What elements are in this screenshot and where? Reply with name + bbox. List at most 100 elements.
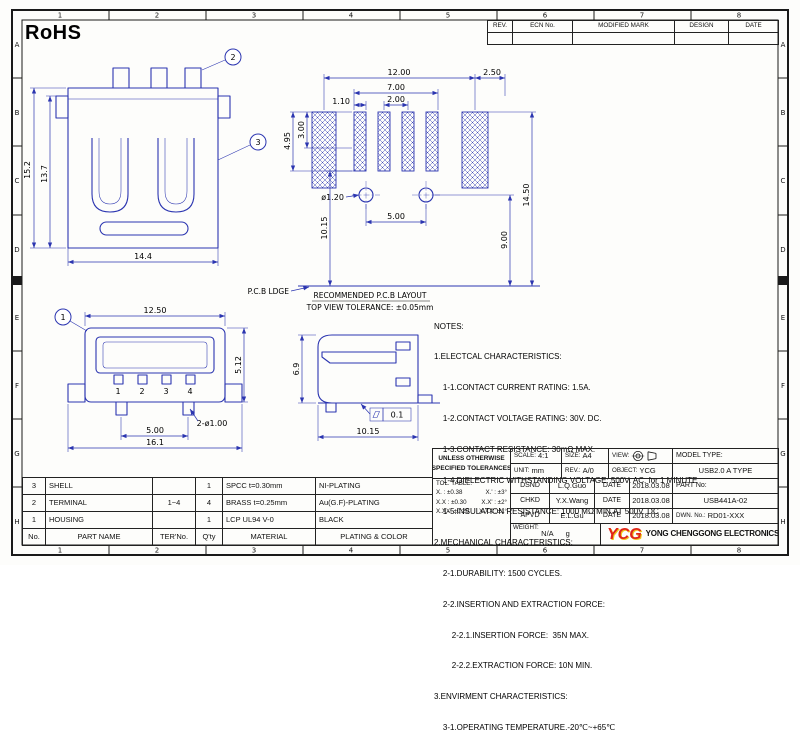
rohs-mark: RoHS — [25, 22, 82, 44]
flatness-tolerance-frame: 0.1 — [360, 403, 412, 422]
model-type-value: USB2.0 A TYPE — [672, 463, 779, 479]
dim-top-holes: 2-ø1.00 — [197, 419, 228, 428]
apvd-date: 2018.03.08 — [629, 508, 673, 524]
dim-pcb-hole-dia: ø1.20 — [321, 193, 344, 202]
chkd-label: CHKD — [510, 493, 550, 509]
front-view: 15.2 13.7 14.4 2 3 — [23, 48, 267, 266]
note-line: 1-2.CONTACT VOLTAGE RATING: 30V. DC. — [434, 414, 602, 424]
ruler-row-label: C — [781, 177, 786, 185]
third-angle-projection-icon — [632, 451, 657, 461]
ruler-col-label: 3 — [252, 547, 256, 555]
ruler-row-label: F — [15, 382, 19, 390]
ruler-col-label: 4 — [349, 547, 354, 555]
view-label: VIEW: — [612, 451, 630, 459]
unit-value: mm — [531, 465, 544, 475]
ruler-col-label: 6 — [543, 12, 548, 20]
part-no-value: USB441A-02 — [672, 493, 779, 509]
part-qty: 4 — [195, 494, 223, 512]
parts-header-no: No. — [22, 528, 46, 546]
part-name: TERMINAL — [45, 494, 153, 512]
scale-cell: SCALE: 4:1 — [510, 448, 562, 464]
ruler-col-label: 7 — [640, 12, 644, 20]
note-line: 2.MECHANICAL CHARACTERISTICS: — [434, 537, 573, 547]
company-name: YONG CHENGGONG ELECTRONICS CO.,LTD. — [645, 529, 779, 539]
ruler-row-label: G — [14, 450, 19, 458]
pin-label-3: 3 — [163, 387, 168, 396]
object-label: OBJECT: — [612, 466, 638, 474]
rev-value: A/0 — [582, 465, 594, 475]
rev-label: REV.: — [565, 466, 581, 474]
tol-angular: X.XX': ±1° — [478, 507, 507, 515]
ruler-col-label: 3 — [252, 12, 256, 20]
side-view: 6.9 10.15 0.1 — [292, 334, 440, 441]
dim-pcb-pad-width: 1.10 — [332, 97, 350, 106]
ruler-row-label: F — [781, 382, 785, 390]
part-plating: Au(G.F)-PLATING — [315, 494, 433, 512]
unit-cell: UNIT: mm — [510, 463, 562, 479]
weight-unit: g — [565, 529, 570, 539]
company-logo: YCG — [607, 525, 642, 543]
dim-top-leg-pitch: 5.00 — [146, 426, 164, 435]
weight-value: N/A — [541, 529, 554, 539]
parts-header-terno: TER'No. — [152, 528, 196, 546]
parts-header-qty: Q'ty — [195, 528, 223, 546]
ruler-row-label: H — [14, 518, 19, 526]
rev-table-empty-cell — [674, 32, 729, 45]
ruler-row-label: E — [15, 314, 19, 322]
dim-front-width: 14.4 — [134, 252, 152, 261]
ruler-row-label: A — [15, 41, 20, 49]
ruler-row-label: D — [780, 246, 785, 254]
pcb-edge-label: P.C.B LDGE — [248, 287, 290, 296]
dim-top-width: 12.50 — [144, 306, 167, 315]
dim-pcb-edge2: 14.50 — [522, 184, 531, 207]
tolerance-note: UNLESS OTHERWISE SPECIFIED TOLERANCES — [432, 448, 511, 479]
date-label: DATE — [594, 493, 630, 509]
pin-label-2: 2 — [139, 387, 144, 396]
part-plating: BLACK — [315, 511, 433, 529]
ruler-col-label: 2 — [155, 12, 159, 20]
view-cell: VIEW: — [608, 448, 673, 464]
part-material: LCP UL94 V-0 — [222, 511, 316, 529]
ruler-col-label: 4 — [349, 12, 354, 20]
note-line: 3-1.OPERATING TEMPERATURE.-20℃~+65℃ — [434, 723, 616, 733]
pin-label-1: 1 — [115, 387, 120, 396]
size-cell: SIZE: A4 — [561, 448, 609, 464]
tolerance-value: 0.1 — [391, 411, 404, 420]
company-cell: YCG YONG CHENGGONG ELECTRONICS CO.,LTD. — [600, 523, 779, 546]
tol-linear: X.XX: ±0.20 — [436, 507, 469, 515]
pcb-caption-tolerance: TOP VIEW TOLERANCE: ±0.05mm — [306, 303, 434, 312]
ruler-col-label: 6 — [543, 547, 548, 555]
note-line: 3.ENVIRMENT CHARACTERISTICS: — [434, 692, 568, 702]
note-line: 2-2.1.INSERTION FORCE: 35N MAX. — [434, 630, 589, 640]
scale-value: 4:1 — [538, 450, 549, 460]
object-cell: OBJECT: YCG — [608, 463, 673, 479]
dim-front-height-outer: 15.2 — [23, 161, 32, 179]
dim-pcb-h2: 4.95 — [283, 132, 292, 150]
note-line: 2-2.INSERTION AND EXTRACTION FORCE: — [434, 599, 605, 609]
part-no: 3 — [22, 477, 46, 495]
chkd-date: 2018.03.08 — [629, 493, 673, 509]
pcb-caption-title: RECOMMENDED P.C.B LAYOUT — [314, 291, 427, 300]
tol-angular: X.X' : ±2° — [481, 498, 507, 506]
dim-pcb-hole-pitch: 5.00 — [387, 212, 405, 221]
ruler-col-label: 7 — [640, 547, 644, 555]
note-line: 1-3.CONTACT RESISTANCE: 30mΩ MAX. — [434, 445, 596, 455]
ruler-col-label: 5 — [446, 547, 450, 555]
rev-table-empty-cell — [728, 32, 779, 45]
ruler-col-label: 1 — [58, 547, 62, 555]
dim-pcb-edge1: 9.00 — [500, 231, 509, 249]
top-view: 1 1 2 3 4 12.50 5.12 2-ø1.00 5.00 16.1 — [54, 306, 248, 452]
technical-drawing: 1 2 3 4 5 6 7 8 1 2 3 4 5 6 7 8 A B C D … — [11, 9, 789, 556]
ruler-col-label: 5 — [446, 12, 450, 20]
ruler-row-label: E — [781, 314, 785, 322]
scale-label: SCALE: — [514, 451, 537, 459]
dwn-no-label: DWN. No.: — [676, 511, 706, 519]
tol-linear: X.X : ±0.30 — [436, 498, 467, 506]
ruler-col-label: 8 — [737, 547, 741, 555]
ruler-labels: 1 2 3 4 5 6 7 8 1 2 3 4 5 6 7 8 A B C D … — [14, 12, 785, 555]
dim-front-height-inner: 13.7 — [40, 165, 49, 183]
dim-pcb-depth: 10.15 — [320, 217, 329, 240]
note-line: 2-2.2.EXTRACTION FORCE: 10N MIN. — [434, 661, 593, 671]
part-no-label: PART No: — [672, 478, 779, 494]
